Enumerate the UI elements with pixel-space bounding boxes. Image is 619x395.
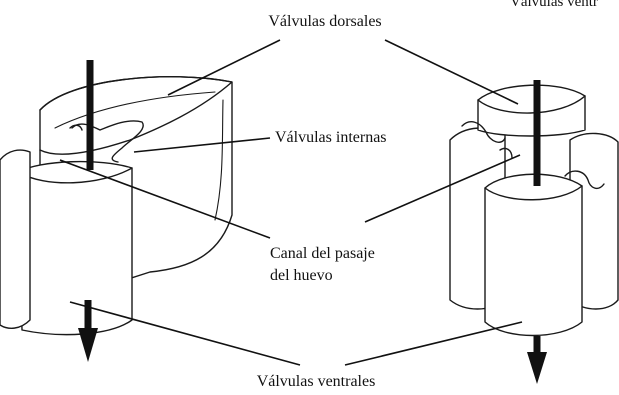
left-ventral-valve-front — [18, 162, 132, 335]
label-ventral-valves-top: Válvulas ventr — [510, 0, 598, 10]
leader-dorsal-right — [385, 40, 518, 104]
label-egg-channel-line2: del huevo — [270, 267, 333, 284]
right-ventral-valve-front — [485, 174, 582, 335]
leader-ventral-right — [345, 322, 522, 365]
left-closed-valve-structure — [0, 77, 232, 335]
label-ventral-valves-bottom: Válvulas ventrales — [257, 373, 376, 390]
label-internal-valves: Válvulas internas — [275, 129, 387, 146]
label-egg-channel-line1: Canal del pasaje — [270, 245, 375, 262]
label-dorsal-valves: Válvulas dorsales — [268, 13, 381, 30]
leader-ventral-left — [70, 302, 300, 365]
